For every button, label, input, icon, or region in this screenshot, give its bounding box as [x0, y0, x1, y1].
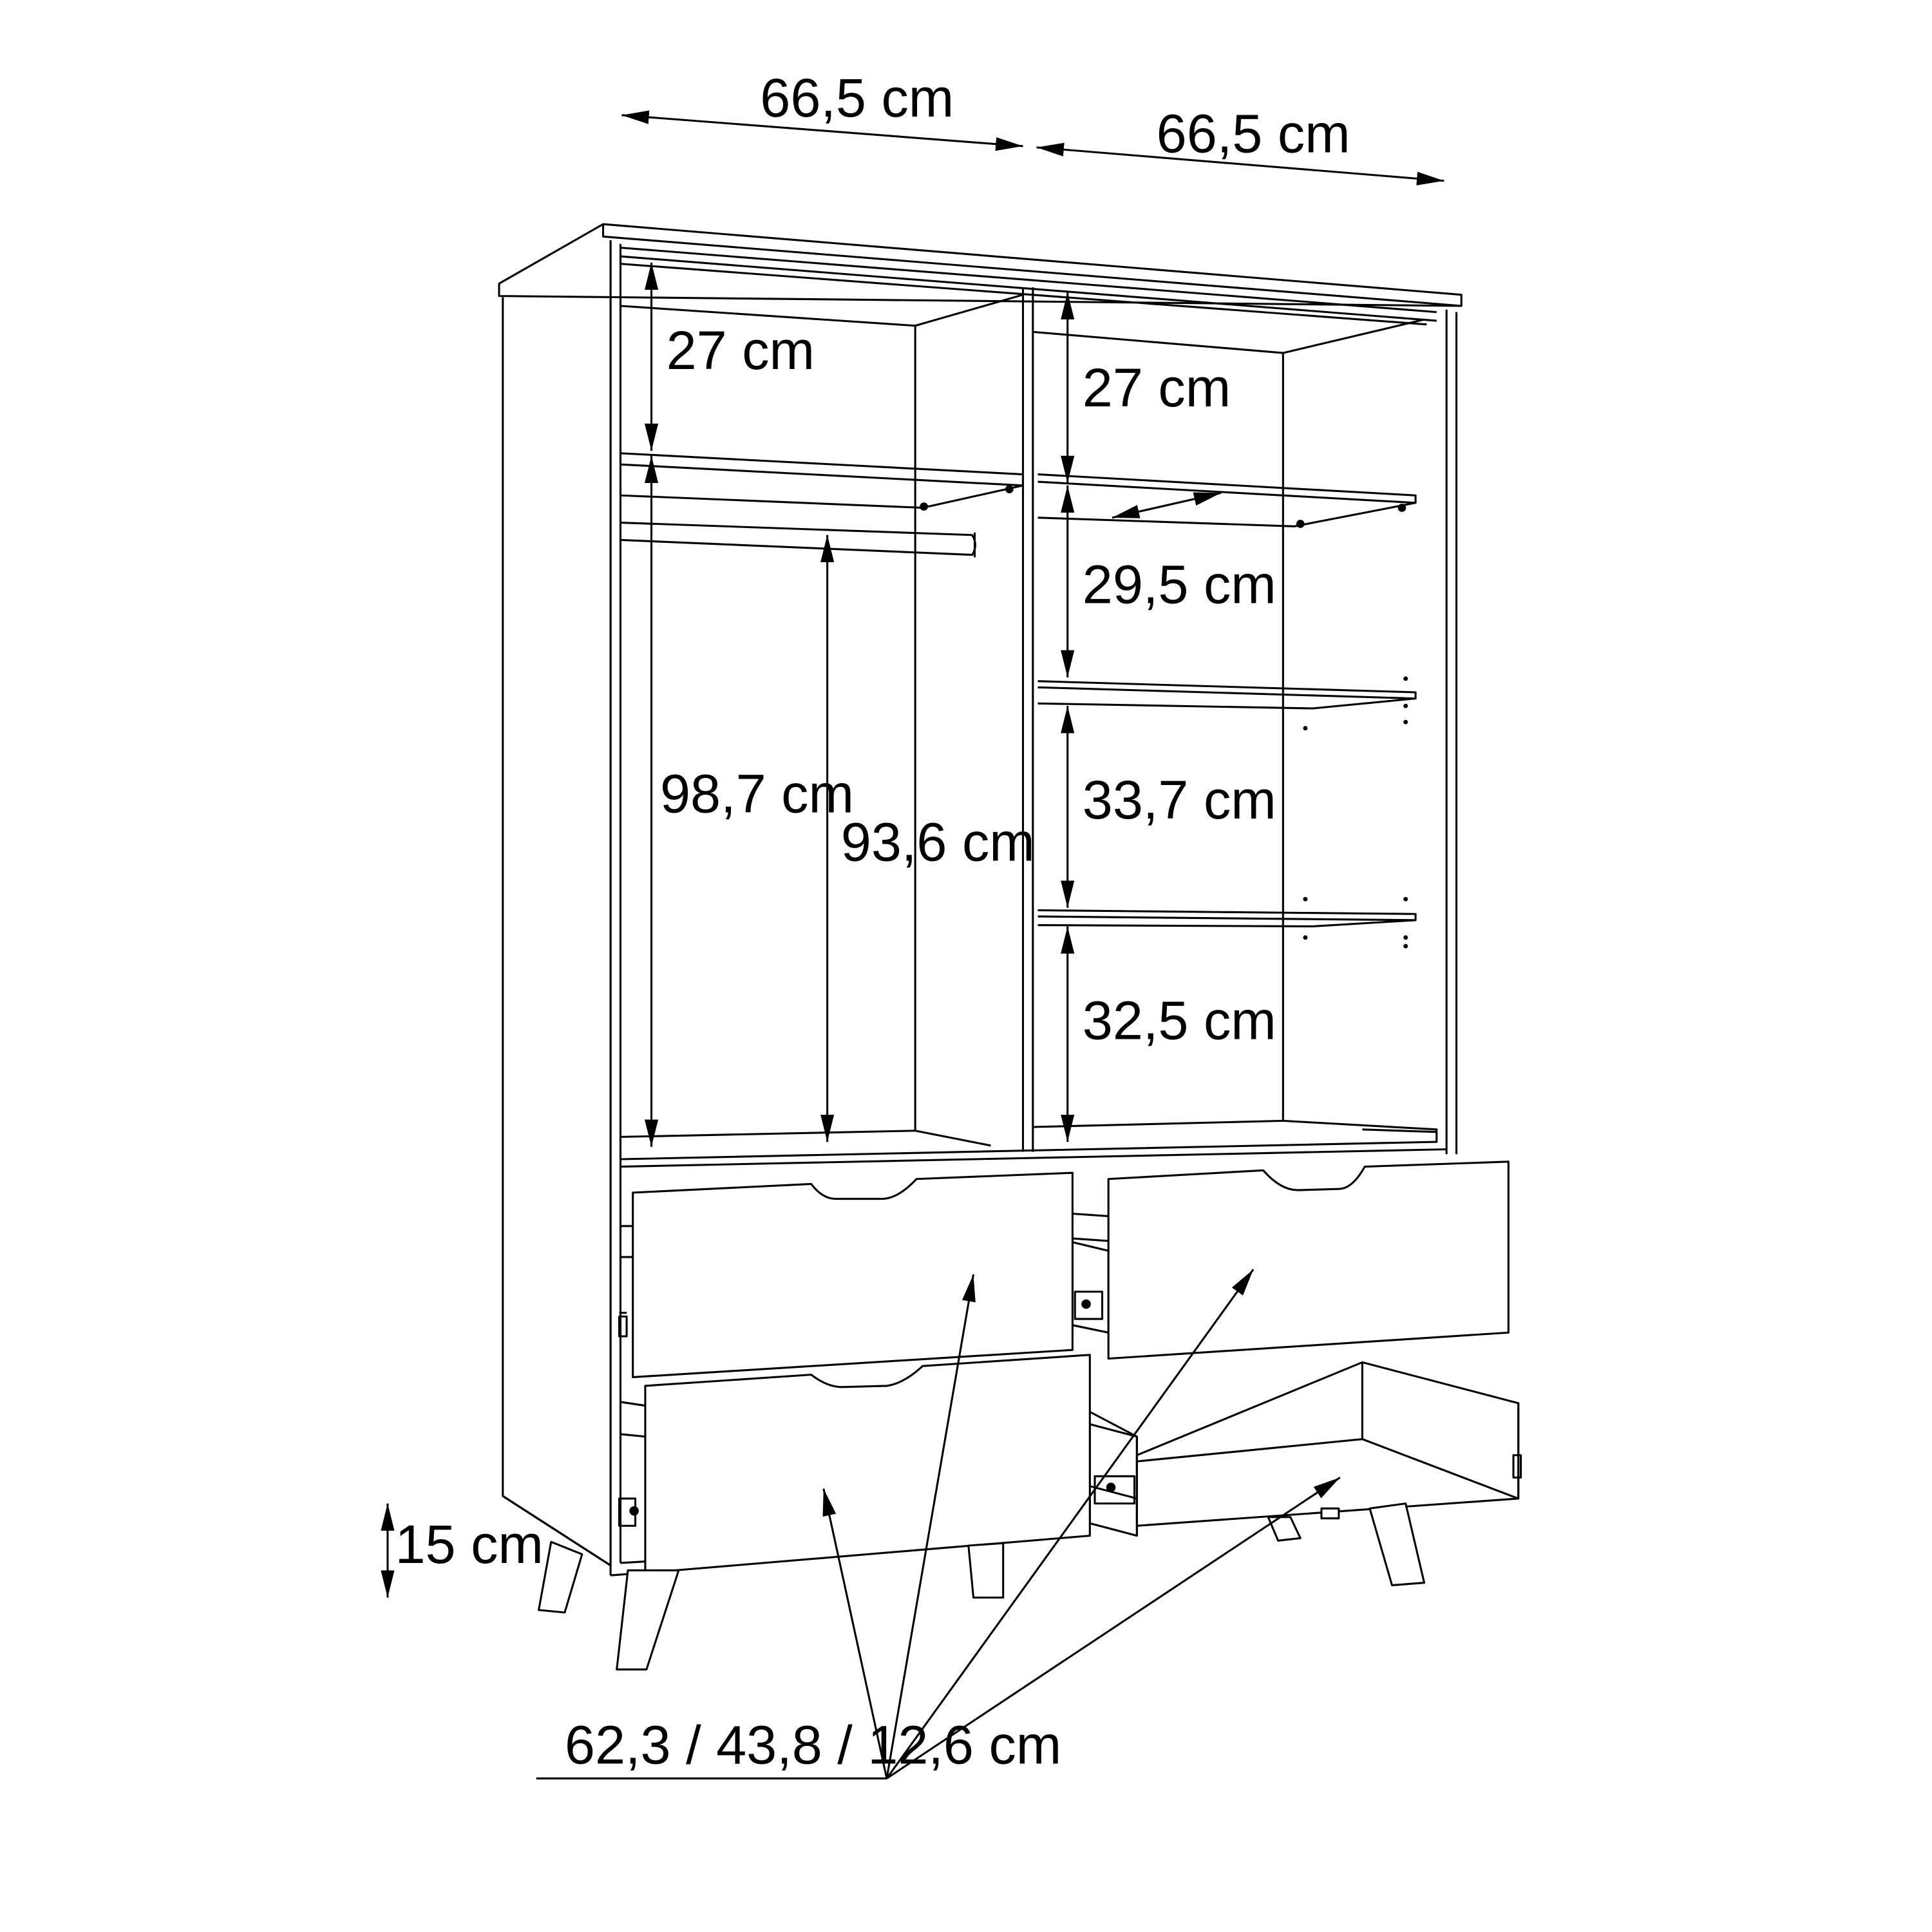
- leg-front-left: [616, 1569, 680, 1671]
- dim-shelf-depth: [1112, 491, 1222, 519]
- label-width-right: 66,5 cm: [1157, 103, 1350, 164]
- legs: [538, 1502, 1426, 1671]
- label-left-rail: 93,6 cm: [841, 811, 1035, 873]
- top-plate: [498, 223, 1463, 307]
- right-shelf-2: [1037, 680, 1417, 710]
- hanging-rail: [620, 522, 976, 556]
- drawer-top-left: [632, 1171, 1074, 1378]
- left-shelf: [619, 452, 1024, 487]
- label-right-top: 27 cm: [1083, 357, 1231, 418]
- dimension-lines: [381, 110, 1444, 1780]
- label-left-hanging: 98,7 cm: [660, 763, 854, 824]
- label-width-left: 66,5 cm: [760, 67, 954, 128]
- label-right-shelf-2: 29,5 cm: [1083, 554, 1276, 615]
- leg-back-left: [538, 1540, 583, 1614]
- label-leg-height: 15 cm: [395, 1513, 543, 1575]
- dimension-labels: 66,5 cm 66,5 cm 27 cm 98,7 cm 93,6 cm 27…: [395, 67, 1350, 1776]
- label-right-shelf-4: 32,5 cm: [1083, 989, 1276, 1050]
- dim-width-right: [1036, 142, 1444, 185]
- drawer-top-right: [1107, 1160, 1510, 1360]
- dim-width-left: [621, 110, 1023, 151]
- label-left-top: 27 cm: [667, 319, 815, 381]
- leg-front-right: [1368, 1502, 1426, 1587]
- leg-back-right: [1267, 1516, 1302, 1542]
- label-drawer-size: 62,3 / 43,8 / 12,6 cm: [565, 1714, 1061, 1775]
- label-right-shelf-3: 33,7 cm: [1083, 769, 1276, 830]
- left-side-panel: [502, 240, 612, 1567]
- drawer-bottom-left: [644, 1354, 1091, 1574]
- leg-front-middle: [967, 1542, 1005, 1599]
